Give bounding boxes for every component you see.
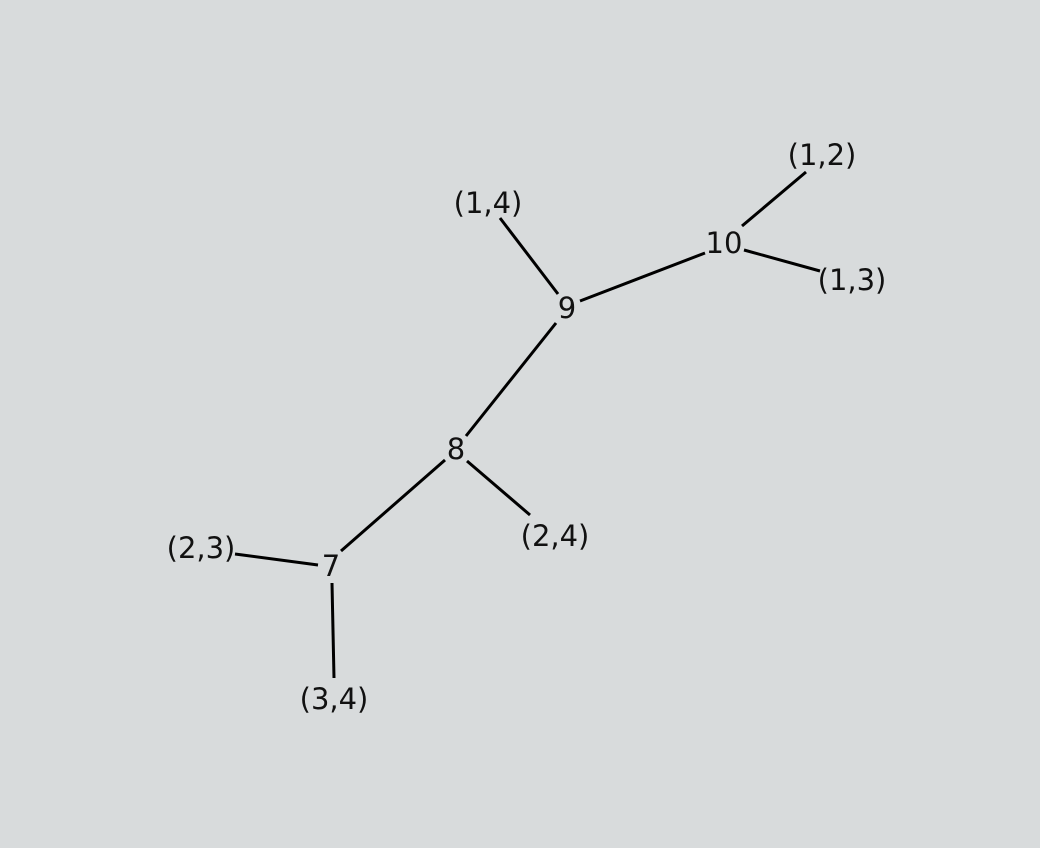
node-label-n9: 9 (558, 291, 576, 325)
node-label-n23: (2,3) (167, 531, 236, 565)
edge-n7-n34 (330, 582, 336, 679)
node-label-n34: (3,4) (300, 682, 369, 716)
node-label-n12: (1,2) (788, 138, 857, 172)
node-label-n7: 7 (322, 549, 340, 583)
edges-layer (234, 170, 821, 679)
node-label-n24: (2,4) (521, 519, 590, 553)
edge-n9-n14 (498, 217, 560, 295)
edge-n10-n13 (743, 248, 821, 273)
node-label-n13: (1,3) (818, 263, 887, 297)
node-label-n10: 10 (706, 226, 743, 260)
node-label-n8: 8 (447, 432, 465, 466)
edge-n7-n23 (234, 552, 319, 567)
edge-n7-n8 (340, 458, 446, 553)
edge-n9-n10 (579, 251, 706, 303)
edge-n10-n12 (741, 170, 807, 228)
edge-n8-n9 (464, 322, 558, 437)
edge-n8-n24 (466, 459, 531, 517)
labels-layer: 7 8 9 10 (1,2) (1,3) (1,4) (2,3) (2,4) (3,4) (167, 138, 887, 716)
node-label-n14: (1,4) (454, 186, 523, 220)
